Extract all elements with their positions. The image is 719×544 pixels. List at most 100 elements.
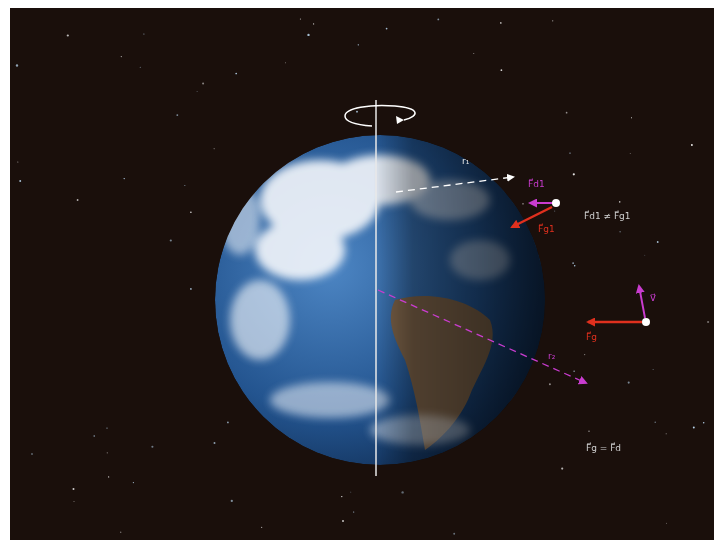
star — [342, 520, 344, 522]
force-arrow-d1 — [530, 202, 553, 204]
star — [67, 34, 69, 36]
star — [561, 468, 563, 470]
star-field — [16, 18, 709, 534]
star — [176, 114, 178, 116]
star — [124, 178, 125, 179]
space-ground — [10, 8, 714, 540]
radius-line-1 — [396, 177, 513, 192]
star — [569, 152, 570, 153]
star — [307, 34, 309, 36]
star — [227, 422, 229, 424]
star — [665, 522, 667, 524]
star — [572, 262, 574, 264]
star — [619, 201, 621, 203]
star — [120, 532, 121, 533]
star — [16, 64, 18, 66]
star — [401, 491, 403, 493]
star — [356, 111, 358, 113]
satellite-2 — [642, 318, 650, 326]
star — [190, 288, 192, 290]
star — [386, 28, 388, 30]
force-arrow-g1 — [512, 207, 552, 227]
force-label: F⃗g1 — [538, 225, 555, 235]
earth-globe — [215, 135, 545, 465]
velocity-arrow — [639, 286, 645, 318]
star — [473, 53, 474, 54]
equality-note: F⃗g = F⃗d — [586, 444, 621, 454]
star — [106, 427, 107, 428]
star — [573, 371, 574, 372]
star — [214, 442, 216, 444]
star — [285, 62, 286, 63]
star — [500, 22, 502, 24]
star — [655, 422, 656, 423]
star — [77, 199, 79, 201]
star — [133, 482, 134, 483]
velocity-label: v⃗ — [650, 292, 656, 303]
star — [151, 446, 153, 448]
star — [107, 452, 108, 453]
star — [19, 180, 21, 182]
star — [549, 383, 551, 385]
force-arrow-g — [588, 321, 642, 324]
radius-line-2 — [378, 290, 586, 383]
star — [584, 354, 585, 355]
star — [73, 488, 75, 490]
star — [121, 56, 122, 57]
star — [554, 211, 555, 212]
star — [350, 491, 352, 493]
star — [588, 431, 589, 432]
star — [235, 73, 237, 75]
star — [566, 112, 568, 114]
star — [231, 500, 233, 502]
star — [691, 144, 693, 146]
star — [261, 527, 262, 528]
star — [522, 203, 523, 204]
star — [202, 82, 204, 84]
star — [657, 241, 659, 243]
star — [196, 90, 198, 92]
star — [666, 433, 667, 434]
star — [73, 501, 75, 503]
rotation-axis — [375, 100, 377, 476]
star — [437, 18, 439, 20]
star — [31, 453, 32, 454]
star — [313, 23, 314, 24]
rotation-arrowhead — [396, 116, 404, 124]
star — [693, 426, 695, 428]
star — [552, 20, 553, 21]
star — [453, 533, 455, 535]
star — [93, 435, 95, 437]
star — [629, 153, 631, 155]
star — [703, 422, 705, 424]
star — [17, 161, 18, 162]
satellite-1 — [552, 199, 560, 207]
star — [300, 18, 301, 19]
star — [707, 321, 709, 323]
radius-label: r₂ — [548, 352, 555, 362]
star — [170, 239, 172, 241]
star — [628, 382, 630, 384]
star — [140, 67, 141, 68]
star — [108, 476, 109, 477]
star — [213, 148, 215, 150]
star — [353, 511, 354, 512]
inequality-note: F⃗d1 ≠ F⃗g1 — [584, 212, 631, 222]
force-label: F⃗d1 — [528, 180, 545, 190]
force-label: F⃗g — [586, 333, 597, 343]
radius-label: r₁ — [462, 157, 469, 167]
rotation-arrow — [345, 105, 415, 126]
star — [573, 173, 575, 175]
star — [619, 231, 620, 232]
star — [574, 265, 575, 266]
star — [631, 117, 632, 118]
star — [644, 254, 646, 256]
star — [653, 369, 654, 370]
star — [143, 33, 144, 34]
star — [358, 44, 359, 45]
star — [184, 185, 186, 187]
star — [501, 69, 503, 71]
